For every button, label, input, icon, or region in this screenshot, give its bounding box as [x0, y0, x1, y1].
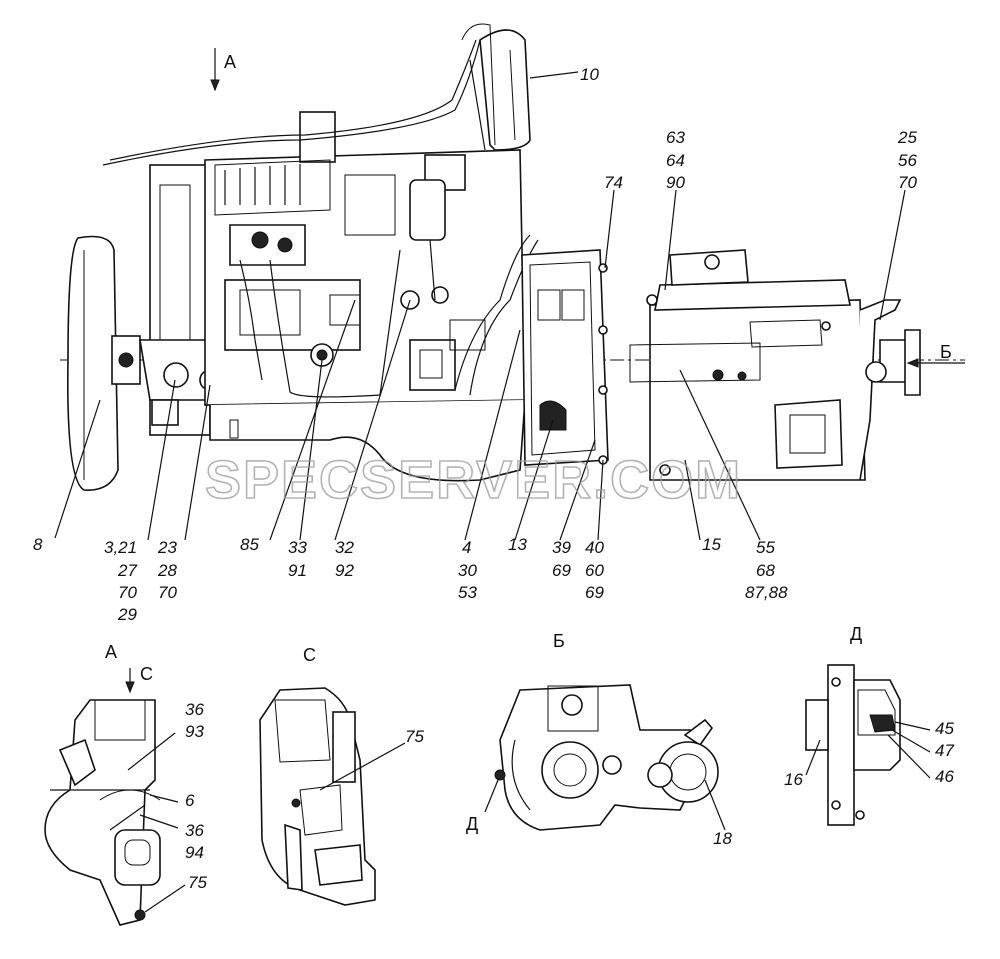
view-c-labels: C 75	[303, 645, 424, 746]
label-64: 64	[666, 151, 685, 170]
label-23: 23	[157, 538, 177, 557]
expansion-tank	[461, 23, 531, 151]
view-a-arrow-c: C	[140, 664, 153, 684]
label-b-18: 18	[713, 829, 732, 848]
label-33: 33	[288, 538, 307, 557]
label-4: 4	[462, 538, 471, 557]
view-d-drawing	[805, 664, 931, 826]
view-d-labels: Д 16 45 47 46	[784, 624, 954, 789]
view-c-drawing	[259, 687, 406, 906]
label-15: 15	[702, 535, 721, 554]
front-bracket	[139, 164, 261, 436]
label-a-93: 93	[185, 722, 204, 741]
label-55: 55	[756, 538, 775, 557]
label-3-21: 3,21	[104, 538, 137, 557]
view-b-drawing	[484, 684, 726, 831]
label-70-b: 70	[158, 583, 177, 602]
pipes	[102, 39, 539, 398]
label-63: 63	[666, 128, 685, 147]
label-91: 91	[288, 561, 307, 580]
label-25: 25	[897, 128, 917, 147]
label-a-75: 75	[188, 873, 207, 892]
label-69-a: 69	[552, 561, 571, 580]
label-d-47: 47	[935, 741, 954, 760]
label-87-88: 87,88	[745, 583, 788, 602]
label-d-16: 16	[784, 770, 803, 789]
label-d-45: 45	[935, 719, 954, 738]
view-b-title: Б	[553, 631, 565, 651]
main-leader-lines	[54, 48, 965, 541]
label-85: 85	[240, 535, 259, 554]
label-32: 32	[335, 538, 354, 557]
label-68: 68	[756, 561, 775, 580]
clutch-housing	[521, 249, 609, 466]
watermark-text: SPECSERVER.COM	[205, 450, 742, 510]
label-c-75: 75	[405, 727, 424, 746]
main-assembly-drawing	[54, 23, 965, 541]
view-b-labels: Б 18 Д	[466, 631, 732, 848]
label-a-36-top: 36	[185, 700, 204, 719]
label-29: 29	[117, 605, 137, 624]
label-40: 40	[585, 538, 604, 557]
label-90: 90	[666, 173, 685, 192]
label-13: 13	[508, 535, 527, 554]
label-8: 8	[33, 535, 43, 554]
label-30: 30	[458, 561, 477, 580]
label-70-c: 70	[898, 173, 917, 192]
label-27: 27	[117, 561, 137, 580]
label-53: 53	[458, 583, 477, 602]
view-d-title: Д	[850, 624, 862, 644]
label-a-36-bottom: 36	[185, 821, 204, 840]
label-39: 39	[552, 538, 571, 557]
label-a-6: 6	[185, 791, 195, 810]
view-c-title: C	[303, 645, 316, 665]
main-labels: A Б 10 8 3,21 27 70 29 23 28 70 85 33 91…	[33, 52, 952, 624]
label-28: 28	[157, 561, 177, 580]
view-a-drawing	[44, 668, 186, 926]
arrow-b-label: Б	[940, 342, 952, 362]
engine-block	[204, 111, 526, 482]
label-56: 56	[898, 151, 917, 170]
label-70-a: 70	[118, 583, 137, 602]
gearbox	[629, 249, 921, 481]
view-a-title: A	[105, 642, 117, 662]
label-b-d: Д	[466, 814, 478, 834]
label-d-46: 46	[935, 767, 954, 786]
label-74: 74	[604, 173, 623, 192]
label-a-94: 94	[185, 843, 204, 862]
arrow-a-label: A	[224, 52, 236, 72]
label-60: 60	[585, 561, 604, 580]
label-10: 10	[580, 65, 599, 84]
label-92: 92	[335, 561, 354, 580]
label-69-b: 69	[585, 583, 604, 602]
view-a-labels: A C 36 93 6 36 94 75	[105, 642, 207, 892]
fan-disc	[67, 235, 141, 491]
